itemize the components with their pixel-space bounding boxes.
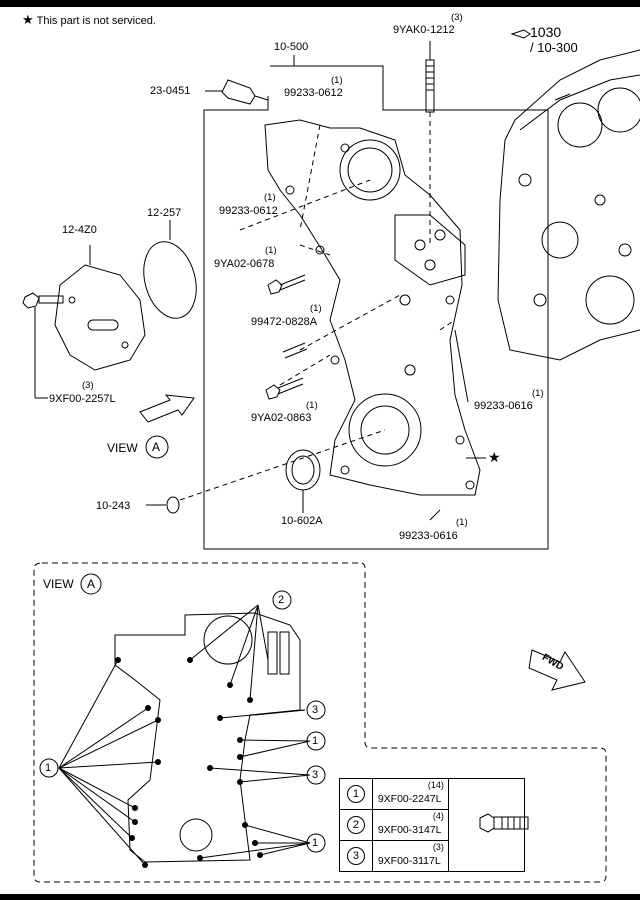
label-99233-0616b: 99233-0616 <box>399 530 458 542</box>
detail-frame <box>33 562 607 883</box>
row-part: 9XF00-3147L <box>377 824 442 836</box>
not-serviced-note: ★This part is not serviced. <box>22 12 156 28</box>
callout-3a: 3 <box>312 704 319 716</box>
qty-9yak0: (3) <box>451 12 463 23</box>
row-qty: (4) <box>432 811 444 821</box>
label-99233-0612a: 99233-0612 <box>284 87 343 99</box>
timing-cover-sketch <box>264 119 481 496</box>
view-a-letter: A <box>152 440 161 454</box>
fastener-table: 1 (14) 9XF00-2247L 2 (4) 9XF00-3147L 3 (3)… <box>339 778 526 872</box>
qty-9ya02-0863: (1) <box>306 400 318 411</box>
qty-99233-0616b: (1) <box>456 517 468 528</box>
label-9ya02-0678: 9YA02-0678 <box>214 258 275 270</box>
qty-99472: (1) <box>310 303 322 314</box>
label-10-500: 10-500 <box>274 41 309 53</box>
gasket-ring <box>143 241 197 319</box>
qty-99233-0616a: (1) <box>532 388 544 399</box>
ref-pointer-icon <box>510 29 531 39</box>
label-10-602a: 10-602A <box>281 515 323 527</box>
row-qty: (3) <box>432 842 444 852</box>
sealant-tube <box>205 79 269 105</box>
callout-1a: 1 <box>45 762 52 774</box>
row-part: 9XF00-2247L <box>377 793 442 805</box>
detail-view-title: VIEW <box>43 577 74 591</box>
label-9xf00-2257l: 9XF00-2257L <box>49 393 116 405</box>
ref-sub: / 10-300 <box>530 40 578 55</box>
detail-view-letter: A <box>87 577 96 591</box>
plug-icon <box>166 496 180 514</box>
dashed-guides <box>179 112 456 501</box>
label-99233-0612b: 99233-0612 <box>219 205 278 217</box>
label-9yak0-1212: 9YAK0-1212 <box>393 24 455 36</box>
note-text: This part is not serviced. <box>36 15 156 27</box>
ref-section: 1030 <box>530 24 562 40</box>
detail-dots <box>115 657 263 868</box>
callout-3b: 3 <box>312 769 319 781</box>
callout-2: 2 <box>278 594 285 606</box>
top-rule <box>0 0 640 7</box>
table-row: 2 (4) 9XF00-3147L <box>339 809 525 841</box>
label-12-257: 12-257 <box>147 207 182 219</box>
label-99472-0828a: 99472-0828A <box>251 316 318 328</box>
table-row: 1 (14) 9XF00-2247L <box>339 778 526 872</box>
qty-99233-0612b: (1) <box>264 192 276 203</box>
view-arrow <box>139 394 195 423</box>
main-frame <box>203 65 549 550</box>
label-9ya02-0863: 9YA02-0863 <box>251 412 312 424</box>
star-icon: ★ <box>488 449 501 465</box>
label-10-243: 10-243 <box>96 500 131 512</box>
row-number: 1 <box>346 785 365 803</box>
row-number: 2 <box>346 816 365 834</box>
table-row: 3 (3) 9XF00-3117L <box>339 840 525 872</box>
view-a-label: VIEW <box>107 441 138 455</box>
qty-9xf00-2257l: (3) <box>82 380 94 391</box>
label-12-4z0: 12-4Z0 <box>62 224 97 236</box>
fwd-arrow <box>528 649 586 691</box>
pump-bolt <box>22 292 64 399</box>
bottom-rule <box>0 894 640 900</box>
detail-leaders <box>58 604 311 866</box>
star-icon: ★ <box>22 12 34 27</box>
detail-cover-outline <box>114 612 301 863</box>
vacuum-pump-sketch <box>54 245 146 371</box>
qty-99233-0612a: (1) <box>331 75 343 86</box>
row-qty: (14) <box>427 780 444 790</box>
row-number: 3 <box>346 847 365 865</box>
callout-1c: 1 <box>312 837 319 849</box>
cover-bolts <box>265 274 308 400</box>
callout-1b: 1 <box>312 735 319 747</box>
stud-bolts <box>425 41 435 113</box>
label-99233-0616a: 99233-0616 <box>474 400 533 412</box>
row-part: 9XF00-3117L <box>377 855 441 867</box>
engine-block-sketch <box>497 49 640 361</box>
label-23-0451: 23-0451 <box>150 85 191 97</box>
qty-9ya02-0678: (1) <box>265 245 277 256</box>
